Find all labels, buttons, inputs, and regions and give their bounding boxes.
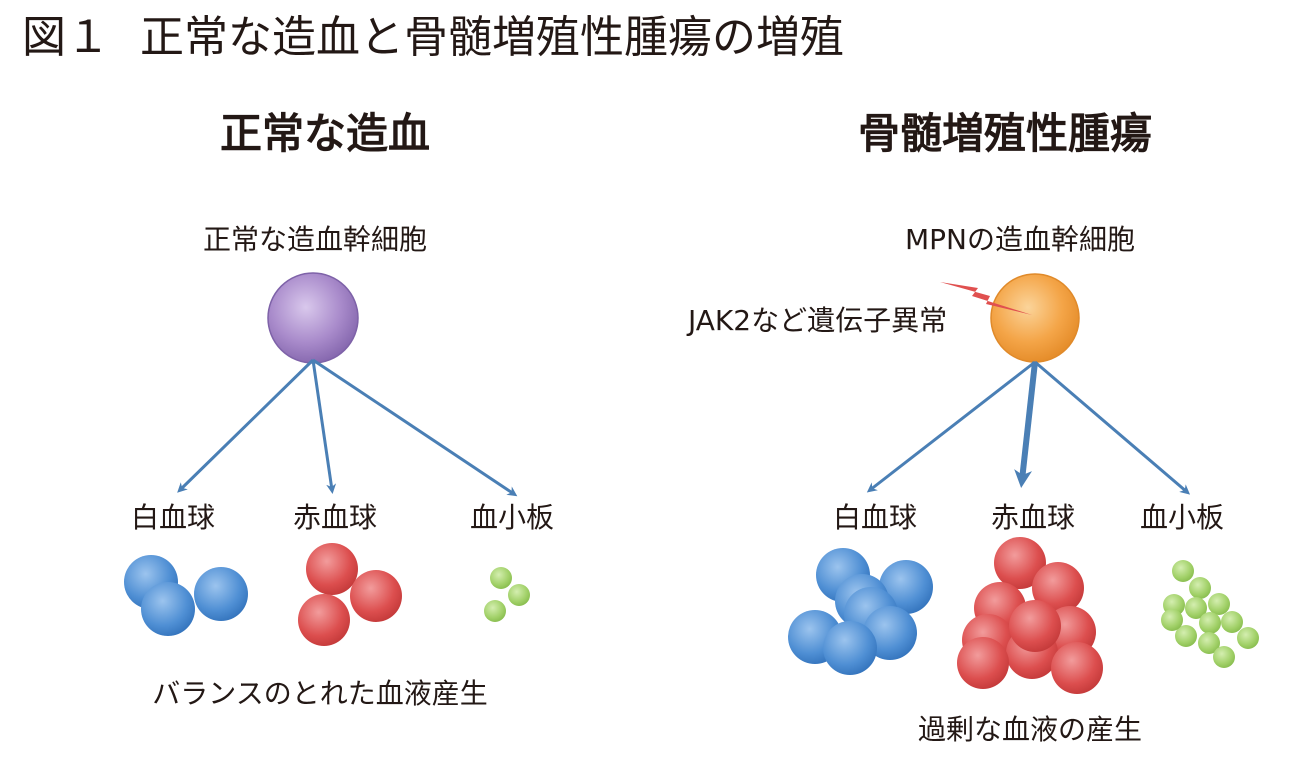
wbc-cell	[194, 567, 248, 621]
mpn-plt-label: 血小板	[1139, 501, 1224, 534]
mpn-rbc-cluster	[957, 537, 1103, 694]
mpn-arrow-wbc	[866, 360, 1036, 493]
normal-plt-cluster	[484, 567, 530, 622]
rbc-cell	[994, 537, 1046, 589]
normal-panel-title: 正常な造血	[219, 109, 430, 158]
platelet	[490, 567, 512, 589]
normal-arrow-plt	[312, 358, 518, 497]
platelet	[1161, 609, 1183, 631]
platelet	[1237, 627, 1259, 649]
platelet	[1175, 625, 1197, 647]
mpn-stem-cell-label: MPNの造血幹細胞	[905, 223, 1135, 256]
rbc-cell	[306, 543, 358, 595]
lightning-icon	[940, 282, 1032, 315]
mpn-arrow-rbc	[1014, 361, 1038, 488]
normal-caption: バランスのとれた血液産生	[152, 677, 488, 710]
figure-number: 図１	[22, 12, 110, 63]
mpn-panel-title: 骨髄増殖性腫瘍	[857, 109, 1152, 158]
platelet	[1199, 612, 1221, 634]
mpn-wbc-cluster	[788, 548, 933, 675]
platelet	[1198, 632, 1220, 654]
normal-wbc-cluster	[124, 555, 248, 636]
normal-stem-cell-label: 正常な造血幹細胞	[202, 223, 427, 256]
platelet	[484, 600, 506, 622]
rbc-cell	[1051, 642, 1103, 694]
platelet	[1189, 577, 1211, 599]
mpn-arrow-plt	[1034, 360, 1191, 495]
figure-title-text: 正常な造血と骨髄増殖性腫瘍の増殖	[140, 12, 844, 63]
platelet	[1185, 597, 1207, 619]
rbc-cell	[1009, 600, 1061, 652]
normal-plt-label: 血小板	[469, 501, 554, 534]
mutation-label: JAK2など遺伝子異常	[688, 304, 948, 337]
platelet	[1208, 593, 1230, 615]
normal-stem-cell	[267, 272, 359, 364]
rbc-cell	[298, 594, 350, 646]
mpn-rbc-label: 赤血球	[990, 501, 1075, 534]
mpn-caption: 過剰な血液の産生	[917, 713, 1142, 746]
platelet	[508, 584, 530, 606]
mpn-wbc-label: 白血球	[832, 501, 917, 534]
mpn-plt-cluster	[1161, 560, 1259, 668]
wbc-cell	[823, 621, 877, 675]
normal-wbc-label: 白血球	[130, 501, 215, 534]
wbc-cell	[141, 582, 195, 636]
platelet	[1221, 611, 1243, 633]
normal-rbc-label: 赤血球	[292, 501, 377, 534]
platelet	[1172, 560, 1194, 582]
normal-arrow-rbc	[311, 359, 337, 494]
rbc-cell	[350, 570, 402, 622]
platelet	[1213, 646, 1235, 668]
rbc-cell	[957, 637, 1009, 689]
normal-rbc-cluster	[298, 543, 402, 646]
rbc-cell	[1032, 562, 1084, 614]
normal-arrow-wbc	[177, 358, 315, 493]
mpn-stem-cell	[990, 273, 1080, 363]
figure-title: 図１ 正常な造血と骨髄増殖性腫瘍の増殖	[22, 10, 844, 66]
